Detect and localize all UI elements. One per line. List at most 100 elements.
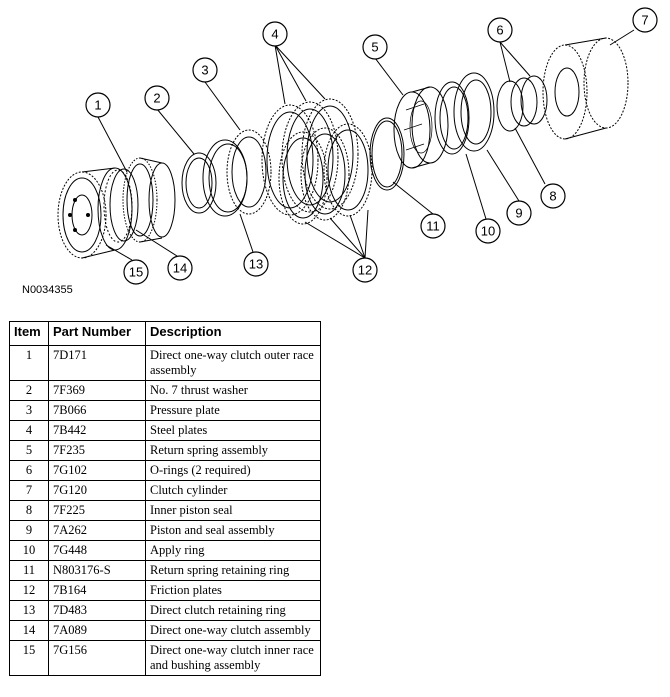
callout-2: 2 [144, 85, 170, 111]
part-pressure-plate [226, 129, 272, 215]
part-number-cell: 7F369 [48, 380, 146, 401]
svg-text:10: 10 [481, 224, 495, 239]
svg-text:8: 8 [549, 189, 556, 204]
description-cell: Inner piston seal [145, 500, 321, 521]
part-inner-piston-seal [496, 80, 524, 132]
svg-text:13: 13 [249, 257, 263, 272]
item-cell: 14 [9, 620, 49, 641]
part-return-spring-assembly [393, 86, 449, 169]
header-description: Description [145, 321, 321, 346]
callout-5: 5 [362, 34, 388, 60]
item-cell: 13 [9, 600, 49, 621]
svg-text:9: 9 [515, 206, 522, 221]
leader-lines [97, 29, 635, 261]
description-cell: Apply ring [145, 540, 321, 561]
part-number-cell: 7B164 [48, 580, 146, 601]
description-cell: Direct one-way clutch assembly [145, 620, 321, 641]
part-number-cell: 7F235 [48, 440, 146, 461]
callout-3: 3 [192, 57, 218, 83]
header-part-number: Part Number [48, 321, 146, 346]
item-cell: 3 [9, 400, 49, 421]
callout-13: 13 [243, 251, 269, 277]
description-cell: Direct clutch retaining ring [145, 600, 321, 621]
part-number-cell: 7D483 [48, 600, 146, 621]
part-number-cell: 7F225 [48, 500, 146, 521]
svg-text:14: 14 [173, 261, 187, 276]
part-one-way-clutch [103, 168, 139, 243]
svg-text:4: 4 [271, 27, 278, 42]
callout-7: 7 [632, 7, 658, 33]
part-outer-race [122, 157, 176, 243]
description-cell: Piston and seal assembly [145, 520, 321, 541]
part-number-cell: 7A262 [48, 520, 146, 541]
description-cell: O-rings (2 required) [145, 460, 321, 481]
svg-text:12: 12 [358, 263, 372, 278]
description-cell: Direct one-way clutch inner race and bus… [145, 640, 321, 676]
part-number-cell: 7G156 [48, 640, 146, 676]
part-apply-ring [434, 81, 470, 155]
callout-14: 14 [167, 255, 193, 281]
part-return-spring-ring [369, 117, 405, 191]
callout-4: 4 [262, 21, 288, 47]
part-clutch-cylinder [542, 37, 629, 140]
part-friction-plates [278, 123, 373, 225]
part-number-cell: 7G102 [48, 460, 146, 481]
svg-text:1: 1 [94, 98, 101, 113]
svg-text:2: 2 [153, 91, 160, 106]
description-cell: Friction plates [145, 580, 321, 601]
part-thrust-washer [181, 152, 217, 214]
item-cell: 8 [9, 500, 49, 521]
description-cell: Clutch cylinder [145, 480, 321, 501]
item-cell: 4 [9, 420, 49, 441]
item-cell: 12 [9, 580, 49, 601]
item-cell: 11 [9, 560, 49, 581]
svg-text:5: 5 [371, 40, 378, 55]
part-o-rings [510, 75, 548, 127]
item-cell: 2 [9, 380, 49, 401]
table-header-row: Item Part Number Description [9, 321, 321, 346]
item-cell: 5 [9, 440, 49, 461]
part-piston-seal [453, 72, 495, 152]
svg-text:3: 3 [201, 63, 208, 78]
svg-text:11: 11 [426, 219, 440, 234]
part-number-cell: 7G448 [48, 540, 146, 561]
header-item: Item [9, 321, 49, 346]
callout-1: 1 [85, 92, 111, 118]
item-cell: 6 [9, 460, 49, 481]
exploded-view-diagram: 1 2 3 4 5 6 7 8 9 10 11 12 13 14 15 N003… [22, 7, 658, 296]
callout-9: 9 [506, 200, 532, 226]
part-number-cell: 7A089 [48, 620, 146, 641]
description-cell: Steel plates [145, 420, 321, 441]
description-cell: Return spring assembly [145, 440, 321, 461]
callout-8: 8 [540, 183, 566, 209]
part-number-cell: 7B442 [48, 420, 146, 441]
callout-15: 15 [123, 259, 149, 285]
description-cell: Return spring retaining ring [145, 560, 321, 581]
item-cell: 7 [9, 480, 49, 501]
callout-11: 11 [420, 213, 446, 239]
item-cell: 15 [9, 640, 49, 676]
callout-6: 6 [487, 17, 513, 43]
description-cell: Pressure plate [145, 400, 321, 421]
svg-text:6: 6 [496, 23, 503, 38]
description-cell: Direct one-way clutch outer race assembl… [145, 345, 321, 381]
description-cell: No. 7 thrust washer [145, 380, 321, 401]
figure-id-label: N0034355 [22, 284, 73, 296]
item-cell: 1 [9, 345, 49, 381]
svg-text:7: 7 [641, 13, 648, 28]
part-retaining-ring [202, 139, 248, 217]
